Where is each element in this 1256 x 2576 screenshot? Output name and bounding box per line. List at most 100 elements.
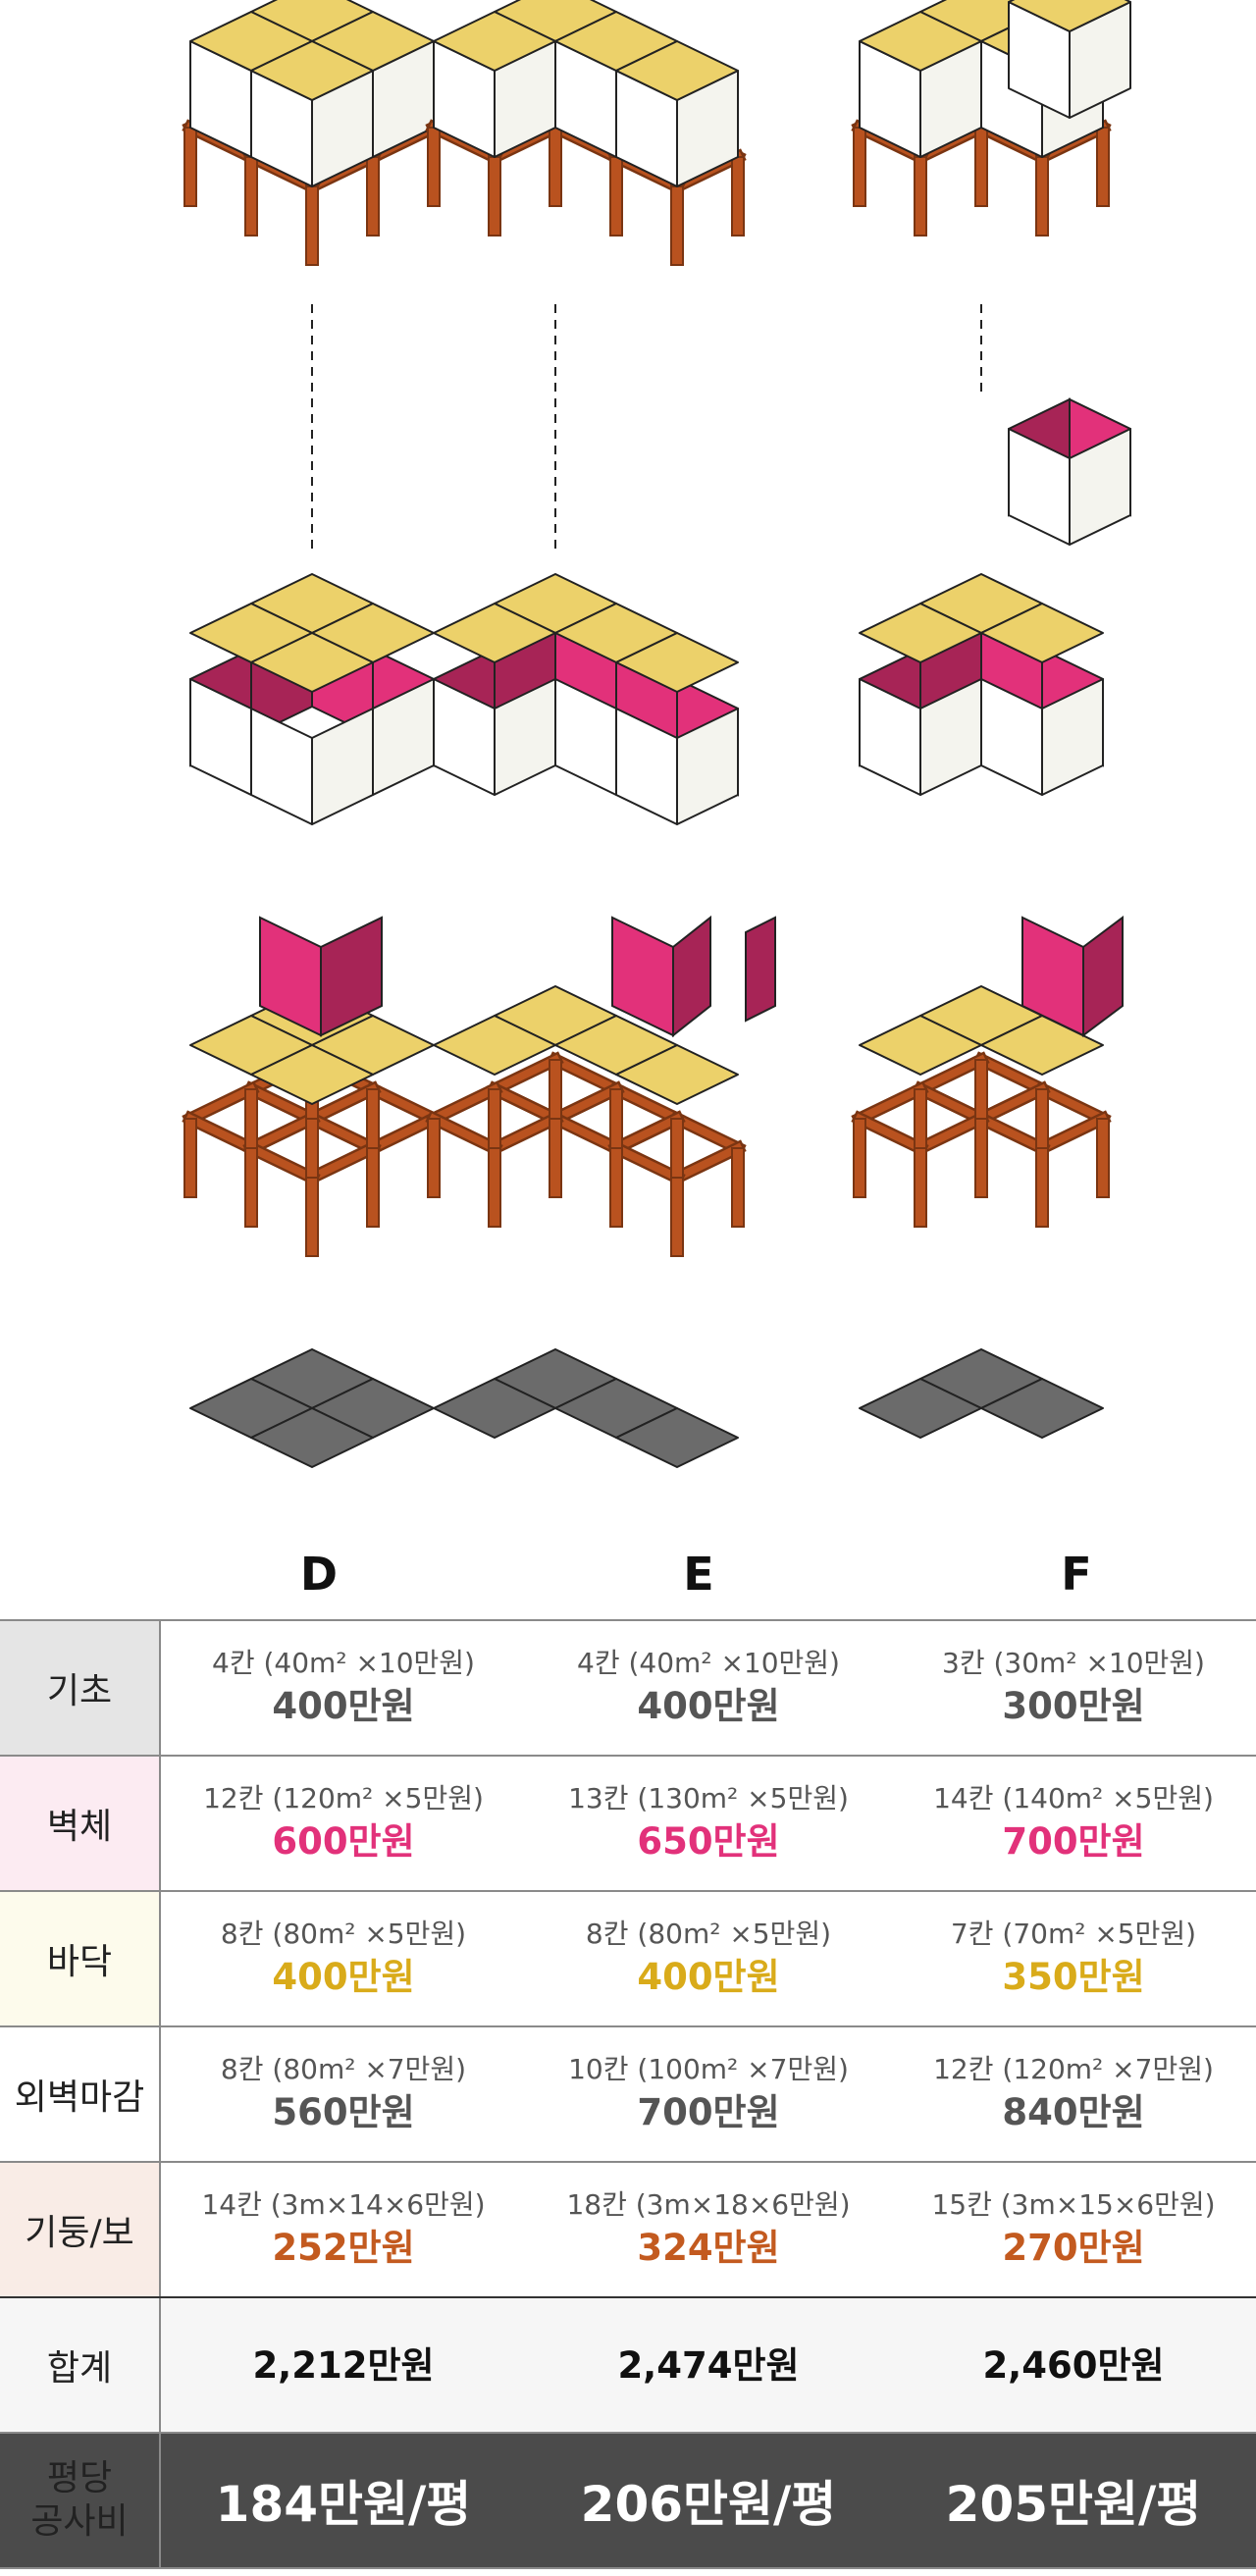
frame-post	[670, 1177, 684, 1257]
floor-tile	[433, 1015, 556, 1076]
top-frame-post	[427, 127, 441, 207]
total-header: 합계	[0, 2297, 161, 2434]
roof-tile	[433, 603, 556, 663]
cost-amount: 650만원	[637, 1820, 780, 1863]
cost-cell: 8칸 (80m² ×5만원)400만원	[526, 1891, 891, 2027]
shell-front-wall	[676, 708, 739, 825]
cost-amount: 400만원	[637, 1685, 780, 1727]
top-frame-post	[670, 185, 684, 266]
per-pyeong-cell: 206만원/평	[526, 2433, 891, 2569]
top-roof-tile	[433, 11, 556, 72]
cost-detail: 12칸 (120m² ×5만원)	[203, 1782, 484, 1814]
cost-amount: 300만원	[1002, 1685, 1145, 1727]
cost-amount: 400만원	[272, 1956, 415, 1998]
cost-amount: 700만원	[637, 2091, 780, 2133]
top-frame-post	[305, 185, 319, 266]
frame-beam	[489, 1054, 561, 1095]
frame-post	[1035, 1147, 1049, 1228]
cost-amount: 400만원	[272, 1685, 415, 1727]
top-frame-post	[183, 127, 197, 207]
frame-post	[731, 1147, 745, 1228]
frame-beam	[915, 1054, 987, 1095]
exploded-assembly-diagram	[182, 0, 1131, 1468]
frame-post	[427, 1118, 441, 1198]
frame-beam	[306, 1142, 379, 1183]
frame-beam	[550, 1113, 622, 1154]
cost-detail: 14칸 (3m×14×6만원)	[201, 2188, 486, 2221]
top-frame-post	[1096, 127, 1110, 207]
frame-beam	[550, 1054, 622, 1095]
shell-front-wall	[494, 678, 556, 796]
foundation-tile	[615, 1407, 739, 1468]
cost-cell: 14칸 (140m² ×5만원) 700만원	[891, 1756, 1256, 1892]
column-D-diagram	[182, 0, 443, 1468]
frame-beam	[975, 1113, 1048, 1154]
cost-amount: 350만원	[1002, 1956, 1145, 1998]
frame-beam	[184, 1113, 257, 1154]
top-stacked-cube-roof	[1008, 0, 1131, 32]
frame-beam	[610, 1083, 683, 1125]
cost-cell: 10칸 (100m² ×7만원) 700만원	[526, 2026, 891, 2163]
top-frame-post	[914, 156, 927, 237]
cost-amount: 400만원	[637, 1956, 780, 1998]
per-pyeong-header-line1: 평당	[46, 2458, 113, 2498]
cost-detail: 18칸 (3m×18×6만원)	[566, 2188, 851, 2221]
floor-tile	[250, 1044, 374, 1105]
row-header: 벽체	[0, 1756, 161, 1892]
top-frame-post	[974, 127, 988, 207]
partition-panel	[672, 915, 711, 1038]
frame-beam	[854, 1083, 926, 1125]
partition-panel	[745, 916, 776, 1023]
top-roof-tile	[859, 11, 982, 72]
frame-beam	[428, 1083, 500, 1125]
frame-beam	[975, 1054, 1048, 1095]
shell-front-wall	[919, 678, 982, 796]
frame-post	[914, 1147, 927, 1228]
row-header: 기둥/보	[0, 2162, 161, 2298]
cost-detail: 14칸 (140m² ×5만원)	[933, 1782, 1214, 1814]
foundation-tile	[250, 1407, 374, 1468]
frame-beam	[489, 1083, 561, 1125]
cost-cell: 14칸 (3m×14×6만원)252만원	[160, 2162, 526, 2298]
frame-post	[244, 1147, 258, 1228]
shell-front-wall	[311, 708, 374, 825]
top-frame-post	[1035, 156, 1049, 237]
floor-tile	[615, 1044, 739, 1105]
cost-detail: 10칸 (100m² ×7만원)	[568, 2053, 849, 2085]
foundation-tile	[859, 1378, 982, 1439]
per-pyeong-amount: 206만원/평	[580, 2476, 837, 2533]
top-frame-post	[609, 156, 623, 237]
frame-beam	[610, 1113, 683, 1154]
column-F-diagram	[851, 0, 1131, 1439]
cost-cell: 13칸 (130m² ×5만원) 650만원	[526, 1756, 891, 1892]
column-label-E: E	[683, 1548, 714, 1601]
cost-amount: 324만원	[637, 2227, 780, 2269]
shell-front-wall	[250, 708, 313, 825]
frame-beam	[671, 1113, 744, 1154]
column-label-D: D	[299, 1548, 339, 1601]
cost-detail: 15칸 (3m×15×6만원)	[931, 2188, 1216, 2221]
floor-tile	[859, 1015, 982, 1076]
partition-panel	[320, 916, 383, 1037]
foundation-tile	[433, 1378, 556, 1439]
frame-beam	[610, 1142, 683, 1183]
total-amount: 2,460만원	[982, 2344, 1165, 2387]
column-label-F: F	[1061, 1548, 1092, 1601]
cost-cell: 4칸 (40m² ×10만원)400만원	[160, 1619, 526, 1757]
frame-beam	[854, 1113, 926, 1154]
frame-beam	[428, 1113, 500, 1154]
top-roof-tile	[615, 40, 739, 101]
frame-beam	[1036, 1113, 1109, 1154]
per-pyeong-amount: 205만원/평	[945, 2476, 1202, 2533]
cost-amount: 700만원	[1002, 1820, 1145, 1863]
frame-beam	[245, 1142, 318, 1183]
cost-detail: 13칸 (130m² ×5만원)	[568, 1782, 849, 1814]
frame-post	[549, 1118, 562, 1198]
